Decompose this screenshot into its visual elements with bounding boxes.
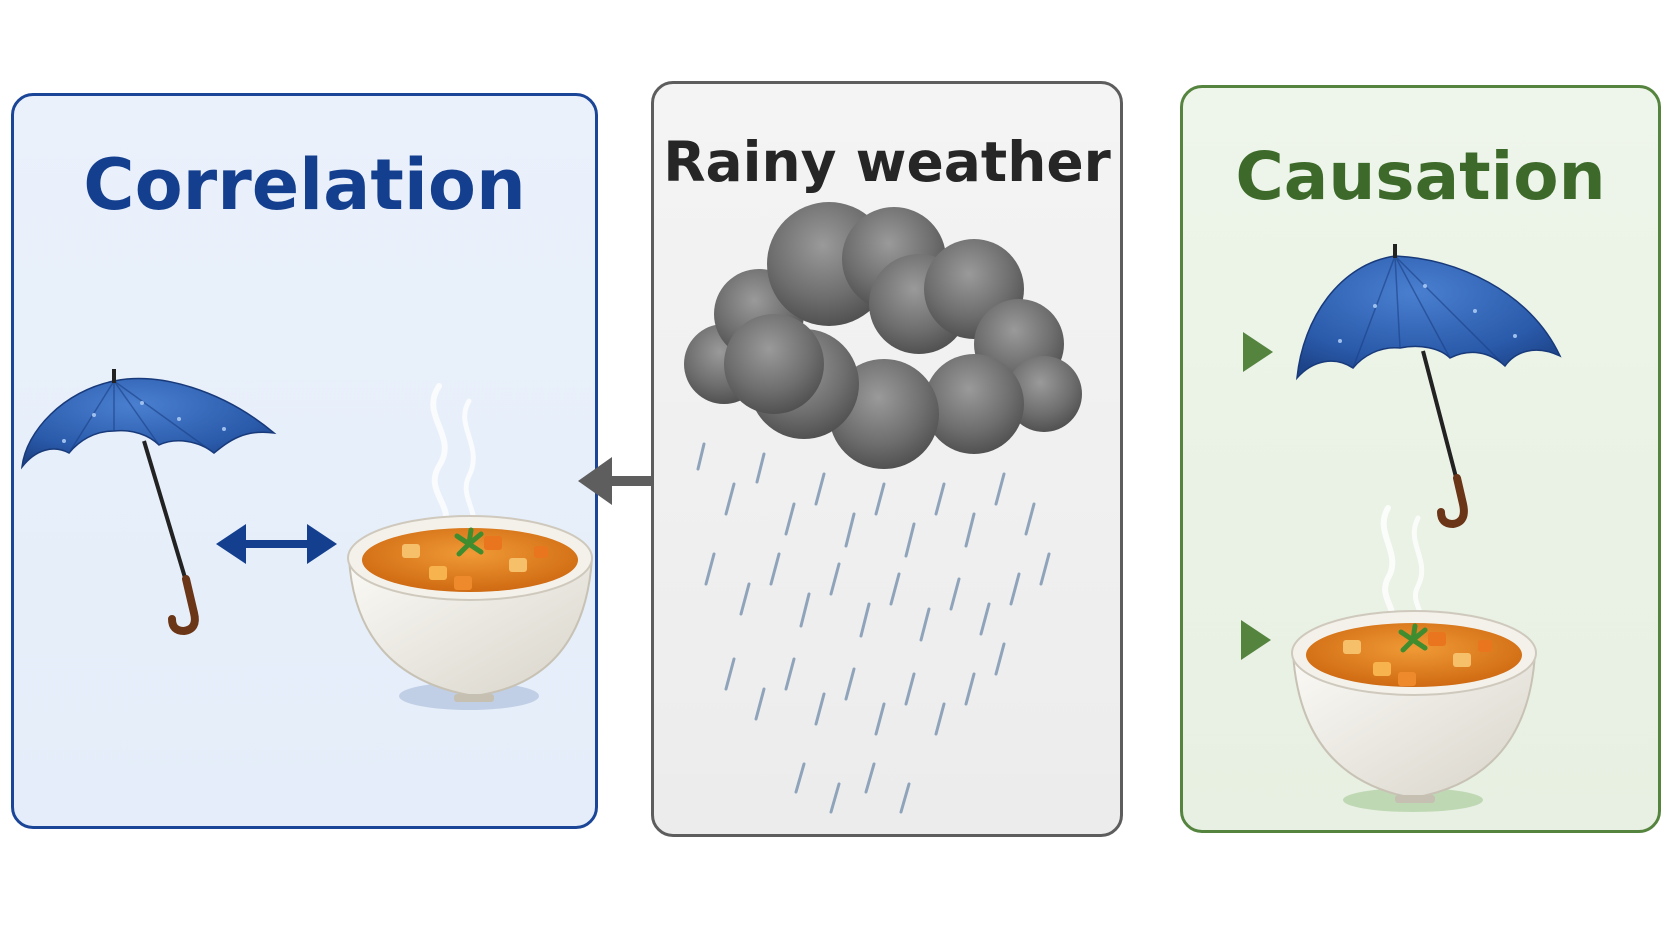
rain-drops xyxy=(696,442,1051,814)
rain-to-correlation-arrow xyxy=(578,457,651,505)
soup-bowl-icon xyxy=(347,515,594,710)
rain-title: Rainy weather xyxy=(663,130,1111,194)
rain-to-soup-arrow xyxy=(1125,620,1271,660)
umbrella-icon xyxy=(20,369,277,636)
rain-to-umbrella-arrow xyxy=(1125,332,1273,372)
rain-cloud-icon xyxy=(684,202,1082,469)
causation-title: Causation xyxy=(1235,138,1606,215)
causation-panel: Causation xyxy=(1180,85,1661,833)
correlation-panel: Correlation xyxy=(11,93,598,829)
correlation-title: Correlation xyxy=(83,144,526,226)
correlation-illustration xyxy=(20,369,594,710)
causation-illustration xyxy=(1291,244,1562,812)
steam-icon xyxy=(430,383,476,531)
rain-illustration xyxy=(684,202,1082,814)
rain-panel: Rainy weather xyxy=(651,81,1123,837)
double-headed-arrow xyxy=(216,524,337,564)
soup-bowl-icon xyxy=(1291,610,1537,812)
umbrella-icon xyxy=(1296,244,1562,529)
